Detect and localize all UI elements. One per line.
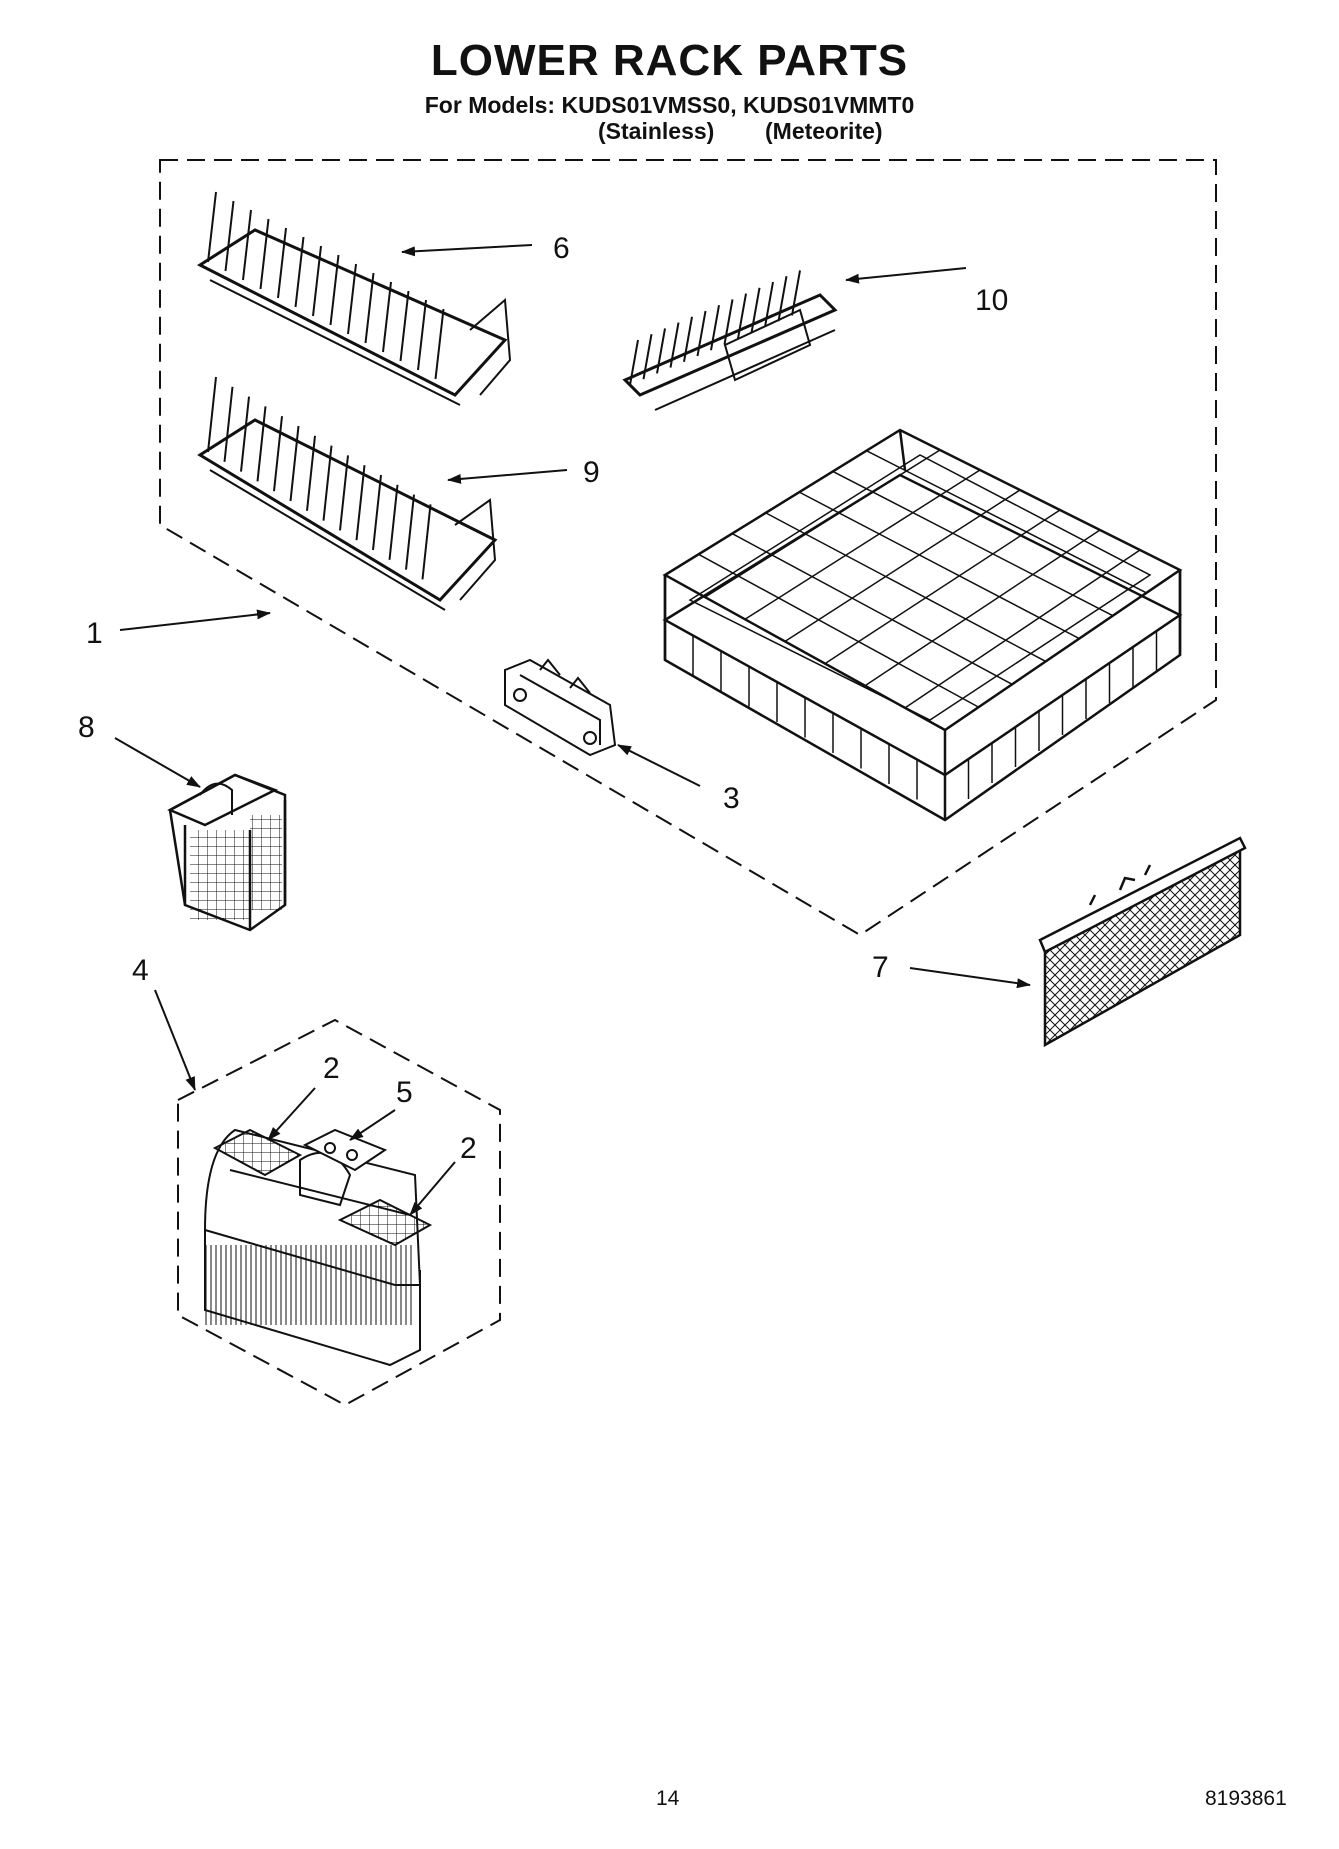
assembly-boundary <box>159 159 1217 937</box>
callout-8: 8 <box>78 711 95 744</box>
tine <box>399 290 410 362</box>
grid-cover-part-2b <box>337 1198 433 1247</box>
page-title: LOWER RACK PARTS <box>430 36 909 85</box>
tine <box>669 322 680 368</box>
basket-group-boundary <box>177 1018 501 1407</box>
tine <box>294 236 305 308</box>
leader-10 <box>845 267 967 284</box>
rack-wire <box>731 532 1013 685</box>
tine <box>207 376 217 453</box>
tine <box>339 455 349 531</box>
leader-4 <box>154 989 196 1091</box>
callout-7: 7 <box>872 951 889 984</box>
rack-wire <box>904 549 1141 709</box>
leader-3 <box>617 744 701 787</box>
tine-row-part-9 <box>197 376 498 611</box>
lower-rack-basket <box>662 428 1183 822</box>
tine <box>405 494 415 570</box>
models-line: For Models: KUDS01VMSS0, KUDS01VMMT0 <box>424 92 915 118</box>
rack-wire <box>698 553 979 708</box>
tine <box>791 270 801 316</box>
tine <box>322 445 333 521</box>
rack-wire <box>824 509 1061 665</box>
page-number: 14 <box>656 1787 680 1810</box>
leader-6 <box>401 244 533 257</box>
variant-meteorite: (Meteorite) <box>765 118 883 144</box>
tine <box>277 227 287 299</box>
tine <box>764 281 774 328</box>
callout-10: 10 <box>975 284 1008 317</box>
callout-5: 5 <box>396 1076 413 1109</box>
tine <box>364 272 375 344</box>
tine <box>723 299 734 345</box>
tine <box>417 299 427 371</box>
rack-wire <box>784 489 1021 643</box>
callout-6: 6 <box>553 232 570 265</box>
tine <box>683 316 693 362</box>
screen-panel-part-7 <box>1038 836 1247 1048</box>
leader-lines <box>114 244 1031 1216</box>
document-number: 8193861 <box>1205 1787 1287 1810</box>
tine <box>273 416 283 492</box>
callout-4: 4 <box>132 954 149 987</box>
leader-7 <box>909 967 1031 989</box>
leader-5 <box>349 1109 396 1141</box>
rack-wire <box>864 529 1101 687</box>
grid-cover-part-2a <box>212 1128 303 1177</box>
callout-1: 1 <box>86 617 103 650</box>
rack-wire <box>704 449 941 598</box>
tine <box>312 245 322 317</box>
tine <box>434 308 445 380</box>
tine <box>710 305 720 351</box>
tine <box>207 191 217 263</box>
variant-stainless: (Stainless) <box>598 118 715 144</box>
tine <box>329 254 340 326</box>
tine <box>355 465 366 541</box>
rack-wire <box>832 470 1114 617</box>
tine <box>242 209 252 281</box>
tine <box>347 263 357 335</box>
rack-wire <box>744 469 981 620</box>
tine <box>750 287 761 333</box>
tine <box>289 425 300 502</box>
tine <box>223 386 234 462</box>
leader-9 <box>447 469 568 484</box>
tine <box>737 293 747 339</box>
callout-9: 9 <box>583 456 600 489</box>
rack-wire <box>765 512 1047 663</box>
tine <box>240 396 250 472</box>
tine <box>306 435 316 511</box>
tine <box>372 474 382 551</box>
leader-1 <box>119 609 271 631</box>
tine <box>696 310 707 357</box>
tine-row-part-6 <box>196 191 512 406</box>
tine <box>629 339 639 386</box>
tine <box>382 281 392 353</box>
tine <box>421 504 432 580</box>
leader-2b <box>409 1161 456 1216</box>
leader-2a <box>267 1087 316 1141</box>
cover-part-5 <box>302 1128 388 1172</box>
tine <box>656 328 666 374</box>
callout-2b: 2 <box>460 1132 477 1165</box>
tine <box>259 218 270 290</box>
small-basket-part-8 <box>167 773 287 932</box>
clip-part-3 <box>504 658 617 757</box>
leader-8 <box>114 737 201 788</box>
silverware-basket <box>203 1128 422 1367</box>
callout-2a: 2 <box>323 1052 340 1085</box>
tine <box>256 406 267 482</box>
tine <box>642 334 653 380</box>
tine <box>388 484 399 560</box>
callout-3: 3 <box>723 782 740 815</box>
tine-insert-part-10 <box>622 270 838 411</box>
rack-wire <box>866 450 1147 594</box>
tine <box>777 276 788 322</box>
rack-wire <box>798 491 1080 640</box>
tine <box>224 200 235 272</box>
